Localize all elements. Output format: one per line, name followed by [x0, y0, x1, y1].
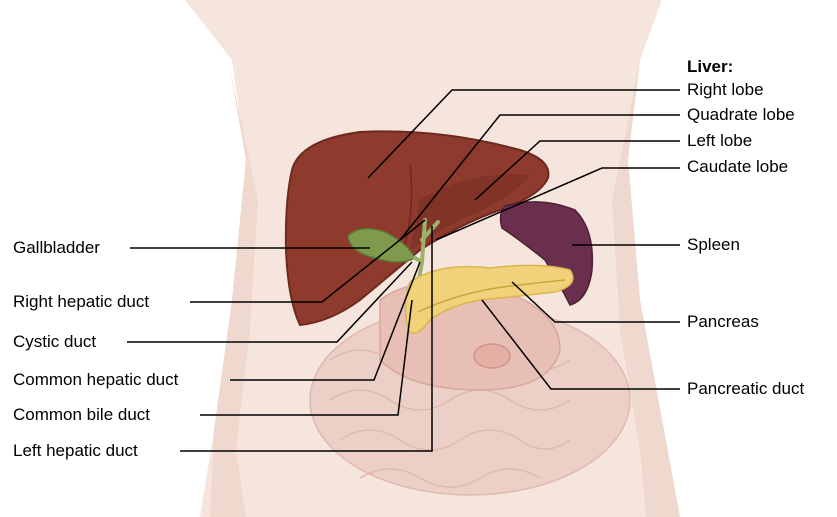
label-gallbladder: Gallbladder — [13, 238, 100, 258]
label-quadrate-lobe: Quadrate lobe — [687, 105, 795, 125]
liver-heading: Liver: — [687, 57, 733, 77]
label-left-hepatic-duct: Left hepatic duct — [13, 441, 138, 461]
label-right-lobe: Right lobe — [687, 80, 764, 100]
label-common-bile-duct: Common bile duct — [13, 405, 150, 425]
label-right-hepatic-duct: Right hepatic duct — [13, 292, 149, 312]
label-cystic-duct: Cystic duct — [13, 332, 96, 352]
label-pancreas: Pancreas — [687, 312, 759, 332]
label-pancreatic-duct: Pancreatic duct — [687, 379, 804, 399]
small-bowel-loop — [474, 344, 510, 368]
label-spleen: Spleen — [687, 235, 740, 255]
label-left-lobe: Left lobe — [687, 131, 752, 151]
label-common-hepatic-duct: Common hepatic duct — [13, 370, 178, 390]
label-caudate-lobe: Caudate lobe — [687, 157, 788, 177]
